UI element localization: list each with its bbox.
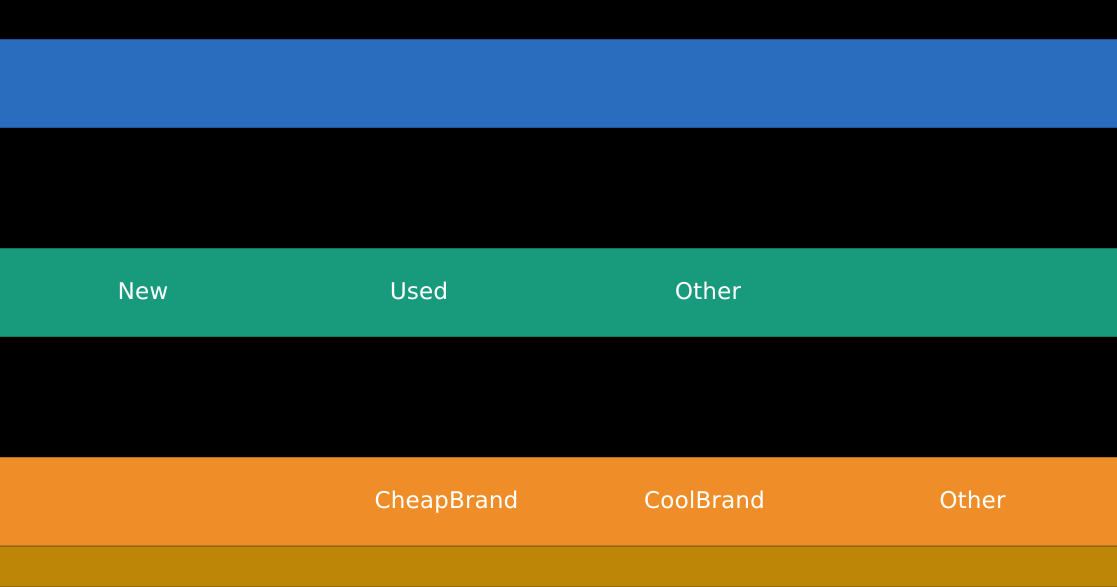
icicle-node-cheapbrand[interactable]: CheapBrand xyxy=(345,457,548,546)
icicle-level-root: Root xyxy=(0,39,1117,128)
icicle-level-leaf xyxy=(0,546,1117,587)
icicle-node-label: CoolBrand xyxy=(644,488,765,514)
icicle-node-root-1[interactable] xyxy=(0,39,318,128)
icicle-level-condition: New Used Other xyxy=(0,248,1117,337)
icicle-node-new[interactable]: New xyxy=(44,248,242,337)
icicle-node-leaf-0[interactable] xyxy=(0,546,1117,587)
icicle-node-condition-4[interactable] xyxy=(520,248,606,337)
icicle-node-brand-0[interactable] xyxy=(0,457,345,546)
icicle-node-label: Other xyxy=(674,279,742,305)
icicle-node-other[interactable]: Other xyxy=(870,457,1075,546)
icicle-node-label: Used xyxy=(389,279,449,305)
icicle-node-label: Other xyxy=(939,488,1006,514)
icicle-node-root-2[interactable] xyxy=(318,39,521,128)
icicle-node-coolbrand[interactable]: CoolBrand xyxy=(601,457,808,546)
icicle-node-label: New xyxy=(117,279,169,305)
icicle-node-condition-6[interactable] xyxy=(810,248,1117,337)
icicle-node-root-3[interactable] xyxy=(521,39,1117,128)
icicle-level-brand: CheapBrand CoolBrand Other xyxy=(0,457,1117,546)
icicle-node-condition-0[interactable] xyxy=(0,248,44,337)
icicle-node-brand-6[interactable] xyxy=(1075,457,1117,546)
icicle-node-used[interactable]: Used xyxy=(318,248,520,337)
icicle-node-brand-4[interactable] xyxy=(808,457,870,546)
icicle-node-label: CheapBrand xyxy=(374,488,519,514)
icicle-node-brand-2[interactable] xyxy=(548,457,601,546)
icicle-node-condition-2[interactable] xyxy=(242,248,318,337)
icicle-node-other[interactable]: Other xyxy=(606,248,810,337)
